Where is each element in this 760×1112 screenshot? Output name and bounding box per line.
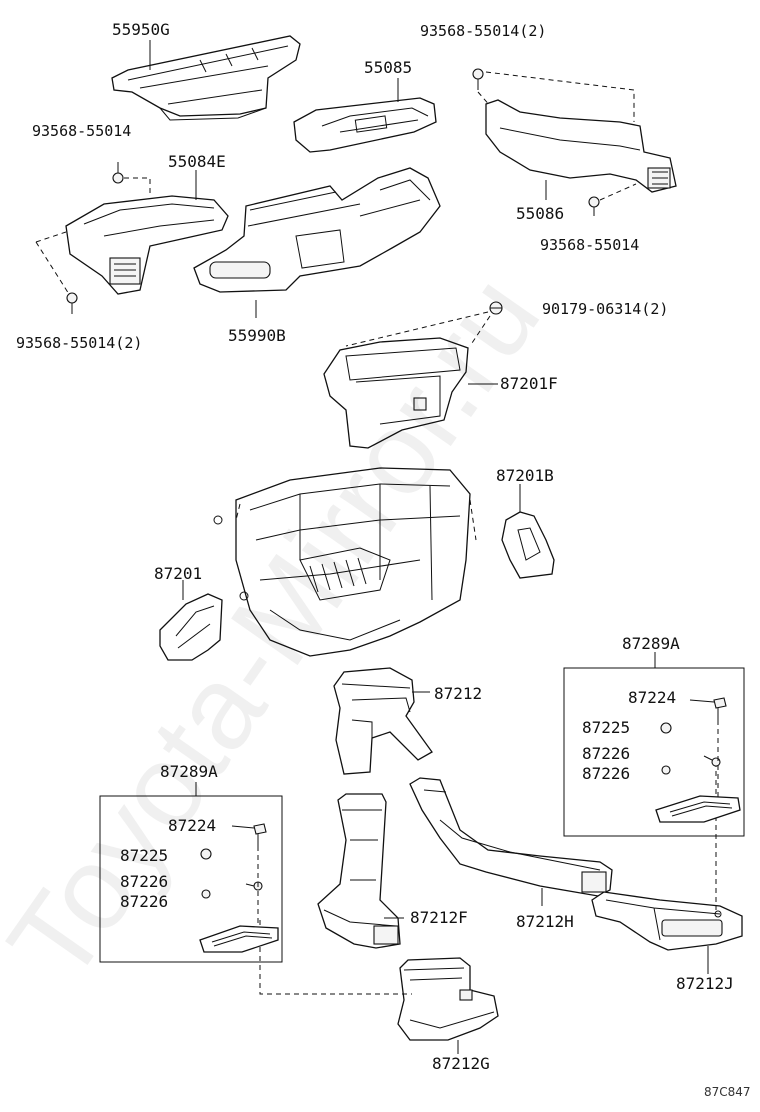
part-87212[interactable] [333,667,433,775]
label-93568-top-right: 93568-55014(2) [420,22,547,40]
label-87289A-left: 87289A [160,762,218,781]
screw-93568-right[interactable] [588,196,600,216]
label-87212F: 87212F [410,908,468,927]
label-87226a-right: 87226 [582,744,631,763]
label-55086: 55086 [516,204,565,223]
kit-box-87289A-right [563,667,745,837]
part-87212H[interactable] [409,777,613,897]
label-55950G: 55950G [112,20,170,39]
part-87212F[interactable] [317,793,401,949]
part-87212J[interactable] [591,891,743,951]
screw-90179[interactable] [489,301,503,315]
part-87212G[interactable] [397,957,499,1041]
clip-87225-right[interactable] [660,722,672,734]
part-87201[interactable] [159,593,223,661]
label-87201F: 87201F [500,374,558,393]
label-55084E: 55084E [168,152,226,171]
label-87224-left: 87224 [168,816,217,835]
part-55990B[interactable] [193,167,441,293]
label-87212: 87212 [434,684,483,703]
clip-87225-left[interactable] [200,848,212,860]
part-55085[interactable] [293,97,437,153]
clip-87226-left[interactable] [201,881,263,899]
label-87289A-right: 87289A [622,634,680,653]
label-87212H: 87212H [516,912,574,931]
heater-unit [213,467,477,657]
label-87226a-left: 87226 [120,872,169,891]
label-93568-left-top: 93568-55014 [32,122,132,140]
label-87225-right: 87225 [582,718,631,737]
label-55085: 55085 [364,58,413,77]
label-87226b-right: 87226 [582,764,631,783]
clip-87224-right[interactable] [713,697,727,720]
kit-box-87289A-left [99,795,283,963]
label-87201: 87201 [154,564,203,583]
screw-93568-top-right[interactable] [472,68,484,90]
label-87212G: 87212G [432,1054,490,1073]
label-87225-left: 87225 [120,846,169,865]
label-93568-right: 93568-55014 [540,236,640,254]
label-55990B: 55990B [228,326,286,345]
diagram-code: 87C847 [704,1085,751,1099]
label-87226b-left: 87226 [120,892,169,911]
label-93568-left-bottom: 93568-55014(2) [16,334,143,352]
vent-grille-left[interactable] [199,925,279,953]
part-55950G[interactable] [111,35,301,121]
part-87201B[interactable] [501,511,555,579]
part-87201F[interactable] [323,337,469,449]
label-87201B: 87201B [496,466,554,485]
part-55084E[interactable] [65,195,229,295]
label-90179: 90179-06314(2) [542,300,669,318]
clip-87224-left[interactable] [253,823,267,846]
label-87224-right: 87224 [628,688,677,707]
label-87212J: 87212J [676,974,734,993]
part-55086[interactable] [485,99,677,193]
vent-grille-right[interactable] [655,795,741,823]
clip-87226-right[interactable] [661,757,721,775]
screw-93568-left-bottom[interactable] [66,292,78,314]
screw-93568-left-top[interactable] [112,162,124,184]
